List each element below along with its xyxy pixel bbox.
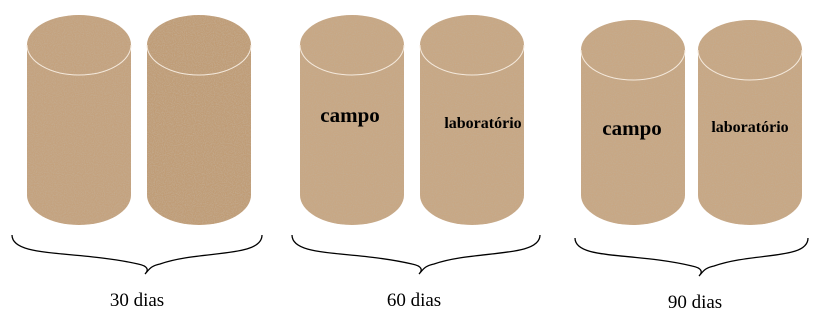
cylinder-top-rim <box>146 44 252 76</box>
group-label: 60 dias <box>387 290 441 311</box>
group-60-dias: campo laboratório 60 dias <box>291 15 541 311</box>
cylinder-body <box>581 20 685 225</box>
cylinder-top-rim <box>580 49 686 81</box>
cylinder-group3-campo: campo <box>580 20 686 225</box>
group-brace <box>574 237 809 277</box>
cylinder-label: laboratório <box>711 119 788 136</box>
group-brace <box>11 234 263 275</box>
cylinder-top-rim <box>299 44 405 76</box>
group-brace <box>291 234 541 275</box>
cylinder-top-rim <box>419 44 525 76</box>
group-label: 30 dias <box>110 290 164 311</box>
cylinder-label: campo <box>320 103 380 127</box>
group-90-dias: campo laboratório 90 dias <box>574 20 809 313</box>
cylinder-group1-right <box>146 15 252 225</box>
cylinder-body <box>300 15 404 225</box>
cylinder-group1-left <box>26 15 132 225</box>
cylinder-group2-campo: campo <box>299 15 405 225</box>
cylinder-label: campo <box>602 116 662 140</box>
cylinder-top-rim <box>697 49 803 81</box>
cylinder-body <box>420 15 524 225</box>
cylinder-body <box>27 15 131 225</box>
group-label: 90 dias <box>668 292 722 313</box>
cylinder-body <box>698 20 802 225</box>
group-30-dias: 30 dias <box>11 15 263 311</box>
cylinder-label: laboratório <box>444 115 521 132</box>
cylinder-group2-laboratorio: laboratório <box>419 15 525 225</box>
cylinder-group3-laboratorio: laboratório <box>697 20 803 225</box>
cylinder-body <box>147 15 251 225</box>
cylinder-top-rim <box>26 44 132 76</box>
